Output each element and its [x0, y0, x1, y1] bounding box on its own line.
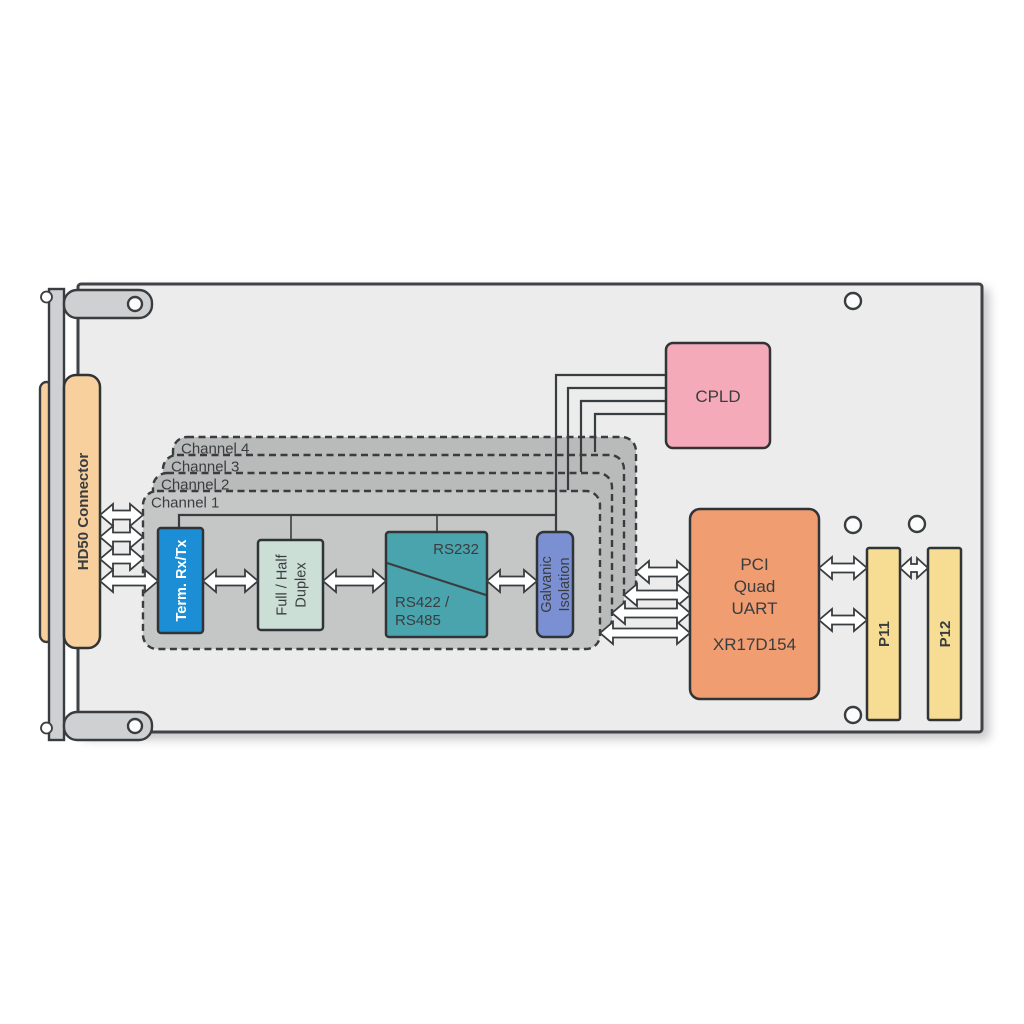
hd50-connector-label: HD50 Connector: [75, 453, 92, 571]
board-hole-bottom: [843, 705, 863, 725]
uart-label-line2: Quad: [734, 577, 776, 596]
cpld-wire-channel-4: [593, 412, 666, 452]
arrow-p11-p12: [898, 555, 930, 581]
rs232-label: RS232: [433, 541, 479, 558]
rs-divider-line: [386, 561, 487, 597]
channel-2-label: Channel 2: [161, 477, 229, 494]
p11-connector: [865, 546, 902, 722]
arrow-channel4-uart: [634, 559, 692, 585]
channel-4-label: Channel 4: [181, 441, 249, 458]
galvanic-isolation-block: [535, 530, 575, 639]
rs485-label: RS485: [395, 612, 441, 629]
arrow-duplex-rs: [321, 568, 388, 594]
arrow-uart-p11-bottom: [817, 607, 869, 633]
channel-1-label: Channel 1: [151, 495, 219, 512]
cpld-label: CPLD: [695, 387, 740, 406]
bracket-notch-bottom: [40, 721, 53, 735]
galvanic-label-line2: Isolation: [557, 557, 573, 611]
uart-part-number: XR17D154: [713, 635, 796, 654]
arrow-term-duplex: [201, 568, 260, 594]
p11-label: P11: [876, 621, 893, 647]
bracket-arm-bottom: [62, 710, 154, 742]
arrow-hd50-channel3: [98, 524, 145, 550]
uart-block: [688, 507, 821, 701]
board-hole-p11-right: [907, 514, 927, 534]
cpld-wire-channel-1: [554, 373, 666, 532]
p12-label: P12: [937, 621, 954, 648]
bracket-hole-bottom: [126, 717, 144, 735]
p12-connector: [926, 546, 963, 722]
arrow-channel2-uart: [610, 600, 692, 626]
rs422-label: RS422 /: [395, 594, 450, 611]
rs-transceiver-block: [384, 530, 489, 639]
cpld-wire-channel-2: [566, 386, 666, 490]
duplex-block: [256, 538, 325, 632]
bracket-notch-top: [40, 290, 53, 304]
galvanic-label-line1: Galvanic: [539, 556, 555, 612]
term-rx-tx-label: Term. Rx/Tx: [174, 540, 190, 622]
arrow-channel3-uart: [622, 582, 692, 608]
cpld-block: [664, 341, 772, 450]
channel-1-control-bus: [177, 513, 556, 528]
arrow-rs-galvanic: [485, 568, 539, 594]
arrow-channel1-uart: [598, 620, 692, 646]
uart-label-line1: PCI: [740, 555, 768, 574]
arrow-hd50-term: [98, 568, 160, 594]
channel-3-label: Channel 3: [171, 459, 239, 476]
arrow-hd50-channel2: [98, 546, 145, 572]
board-hole-top-right: [843, 291, 863, 311]
duplex-label-line1: Full / Half: [275, 553, 291, 615]
bracket-hole-top: [126, 295, 144, 313]
arrow-uart-p11-top: [817, 555, 869, 581]
arrow-hd50-channel4: [98, 502, 145, 528]
bracket-bar: [47, 287, 66, 742]
cpld-wire-channel-3: [579, 399, 666, 472]
bracket-arm-top: [62, 288, 154, 320]
hd50-connector: [62, 373, 102, 650]
uart-label-line3: UART: [732, 599, 778, 618]
board-hole-p11-left: [843, 515, 863, 535]
duplex-label-line2: Duplex: [294, 562, 310, 608]
